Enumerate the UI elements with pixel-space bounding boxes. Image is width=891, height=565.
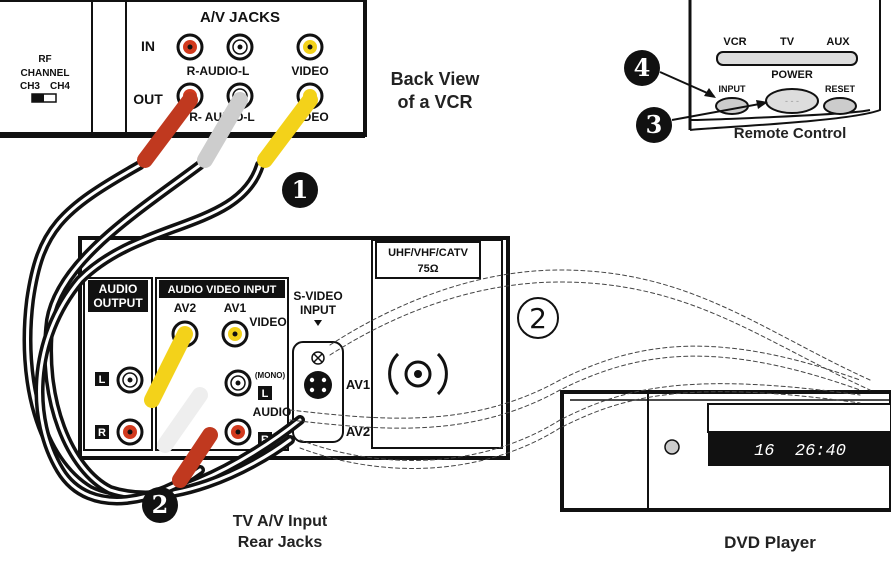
svideo-label-2: INPUT <box>300 303 337 317</box>
step-3-number: 3 <box>646 110 663 139</box>
remote-input-label: INPUT <box>719 84 747 94</box>
tv-av1-video-jack[interactable] <box>221 320 249 348</box>
antenna-jack[interactable] <box>388 352 448 396</box>
step-2-marker <box>142 487 178 523</box>
av-jacks-label: A/V JACKS <box>200 9 280 26</box>
audio-out-r-tag: R <box>98 427 106 439</box>
video-label: VIDEO <box>249 315 286 329</box>
svideo-label-1: S-VIDEO <box>293 289 342 303</box>
remote-control: VCR TV AUX POWER INPUT RESET - - - 4 3 <box>624 0 881 143</box>
vcr-caption-line1: Back View <box>390 69 480 89</box>
av-input-label: AUDIO VIDEO INPUT <box>168 284 277 296</box>
dvd-display: 16 26:40 <box>754 442 846 461</box>
remote-power-button[interactable] <box>765 88 819 114</box>
out-label: OUT <box>133 91 163 107</box>
vcr-caption-line2: of a VCR <box>397 92 473 113</box>
remote-mode-switch[interactable] <box>716 51 858 66</box>
remote-reset-button[interactable] <box>823 97 857 115</box>
remote-vcr-label: VCR <box>723 36 746 48</box>
svg-text:- - -: - - - <box>785 96 799 106</box>
av1-label: AV1 <box>224 301 247 315</box>
ch4-label: CH4 <box>50 81 70 92</box>
dvd-player: 16 26:40 <box>560 390 891 512</box>
dvd-power-button[interactable] <box>664 439 680 455</box>
remote-power-label: POWER <box>771 69 813 81</box>
step-2-number: 2 <box>152 490 169 519</box>
audio-output-label-2: OUTPUT <box>93 296 143 310</box>
vcr-in-audio-r-jack[interactable] <box>176 33 204 61</box>
step-2-alt-number: 2 <box>529 302 547 335</box>
audio-label: AUDIO <box>253 405 292 419</box>
step-1-number: 1 <box>292 175 309 204</box>
remote-caption: Remote Control <box>733 125 847 142</box>
vcr-in-video-jack[interactable] <box>296 33 324 61</box>
tv-caption: TV A/V Input Rear Jacks <box>200 512 360 554</box>
tv-back-panel: AUDIO OUTPUT AUDIO VIDEO INPUT AV2 AV1 V… <box>78 236 510 460</box>
step-3-marker <box>636 107 672 143</box>
step-4-number: 4 <box>634 53 651 82</box>
tv-audio-out-r-jack[interactable] <box>116 418 144 446</box>
vcr-in-audio-label: R-AUDIO-L <box>187 64 250 78</box>
audio-in-l-tag: L <box>262 388 269 400</box>
tv-caption-line2: Rear Jacks <box>237 533 323 551</box>
svideo-jack[interactable] <box>304 371 332 399</box>
tv-av1-audio-r-jack[interactable] <box>224 418 252 446</box>
step-2-alt-marker <box>517 297 559 339</box>
remote-reset-label: RESET <box>825 84 856 94</box>
av1-tag: AV1 <box>346 377 370 392</box>
tv-audio-out-l-jack[interactable] <box>116 366 144 394</box>
audio-output-label-1: AUDIO <box>99 282 138 296</box>
tv-av1-audio-l-jack[interactable] <box>224 369 252 397</box>
step-4-marker <box>624 50 660 86</box>
vcr-in-audio-l-jack[interactable] <box>226 33 254 61</box>
ohm-label: 75Ω <box>417 263 438 275</box>
in-label: IN <box>141 38 155 54</box>
dvd-caption: DVD Player <box>724 533 816 552</box>
step-1-marker <box>282 172 318 208</box>
remote-tv-label: TV <box>780 36 795 48</box>
remote-aux-label: AUX <box>826 36 850 48</box>
uhf-label: UHF/VHF/CATV <box>388 247 469 259</box>
av2-label: AV2 <box>174 301 197 315</box>
av2-tag: AV2 <box>346 424 370 439</box>
vcr-to-tv-cables <box>22 92 871 506</box>
rf-label: RF <box>38 54 51 65</box>
channel-label: CHANNEL <box>21 68 70 79</box>
mono-label: (MONO) <box>255 371 286 380</box>
ch3-label: CH3 <box>20 81 40 92</box>
tv-caption-line1: TV A/V Input <box>232 513 328 530</box>
audio-out-l-tag: L <box>99 374 106 386</box>
vcr-in-video-label: VIDEO <box>291 64 328 78</box>
vcr-caption: Back View of a VCR <box>370 68 500 115</box>
